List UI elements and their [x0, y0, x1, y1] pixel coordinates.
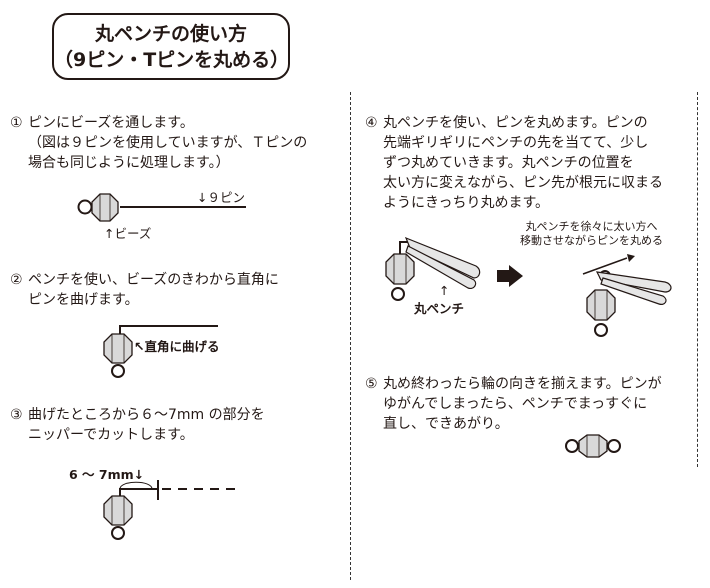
pliers-jaw-lower [405, 245, 477, 289]
pin-loop [391, 287, 405, 301]
bead-shape [103, 495, 133, 526]
pliers-jaw-upper [595, 271, 672, 293]
next-arrow-icon [497, 265, 523, 287]
step-4-line-3: ずつ丸めていきます。丸ペンチの位置を [383, 155, 634, 171]
bead-shape [91, 193, 119, 222]
left-loop [565, 439, 579, 453]
page-subtitle: （9ピン・Tピンを丸める） [54, 49, 290, 71]
bead-shape [586, 289, 616, 321]
step-2-line-2: ピンを曲げます。 [28, 292, 139, 308]
measure-arc [119, 481, 153, 490]
direction-line [582, 257, 628, 275]
nine-pin-label: ↓９ピン [197, 190, 245, 205]
step-5-line-2: ゆがんでしまったら、ペンチでまっすぐに [383, 396, 648, 412]
right-loop [607, 439, 621, 453]
bead-shape [103, 333, 133, 364]
move-note: 丸ペンチを徐々に太い方へ 移動させながらピンを丸める [520, 220, 663, 248]
step-1-line-3: 場合も同じように処理します。） [28, 155, 230, 171]
step-1: ① ピンにビーズを通します。 （図は９ピンを使用していますが、Ｔピンの 場合も同… [10, 113, 307, 171]
step-2: ② ペンチを使い、ビーズのきわから直角に ピンを曲げます。 [10, 270, 279, 308]
move-note-line-1: 丸ペンチを徐々に太い方へ [525, 220, 658, 233]
cut-pin-line [119, 488, 158, 498]
step-4-line-2: 先端ギリギリにペンチの先を当てて、少し [383, 135, 649, 151]
step-5-line-1: 丸め終わったら輪の向きを揃えます。ピンが [383, 376, 662, 392]
step-1-line-1: ピンにビーズを通します。 [28, 115, 194, 131]
step-5: ⑤ 丸め終わったら輪の向きを揃えます。ピンが ゆがんでしまったら、ペンチでまっす… [365, 374, 662, 432]
step-1-line-2: （図は９ピンを使用していますが、Ｔピンの [28, 135, 308, 151]
step-2-number: ② [10, 272, 23, 288]
figure-pliers-move [582, 254, 672, 337]
pliers-jaw-lower [600, 277, 667, 305]
step-2-line-1: ペンチを使い、ビーズのきわから直角に [28, 272, 279, 288]
pin-loop [111, 526, 125, 540]
page-title: 丸ペンチの使い方 [94, 23, 247, 45]
step-4-line-4: 太い方に変えながら、ピン先が根元に収まる [383, 175, 663, 191]
bead-shape [578, 434, 608, 458]
step-5-line-3: 直し、できあがり。 [383, 416, 509, 432]
right-edge-divider [697, 92, 698, 467]
step-1-number: ① [10, 115, 23, 131]
figure-bent-pin [103, 325, 218, 378]
step-5-number: ⑤ [365, 376, 378, 392]
figure-bead-on-pin [77, 193, 246, 222]
bead-label: ↑ビーズ [104, 226, 152, 241]
pliers-jaw-upper [404, 236, 481, 279]
figure-pliers-start [385, 236, 481, 301]
pliers-arrow-label: ↑ [439, 283, 450, 298]
step-3-line-2: ニッパーでカットします。 [28, 427, 194, 443]
title-box: 丸ペンチの使い方 （9ピン・Tピンを丸める） [52, 13, 290, 80]
step-4: ④ 丸ペンチを使い、ピンを丸めます。ピンの 先端ギリギリにペンチの先を当てて、少… [365, 113, 663, 211]
direction-arrow-icon [627, 254, 635, 262]
pin-loop [111, 364, 125, 378]
pin-loop [77, 199, 93, 215]
cut-length-label: 6 〜 7mm↓ [69, 467, 145, 482]
figure-cut-pin [103, 480, 236, 540]
step-4-line-1: 丸ペンチを使い、ピンを丸めます。ピンの [383, 115, 648, 131]
bead-shape [385, 253, 415, 285]
column-divider [350, 92, 351, 580]
step-4-number: ④ [365, 115, 378, 131]
move-note-line-2: 移動させながらピンを丸める [520, 234, 663, 247]
pliers-label: 丸ペンチ [414, 301, 465, 316]
pin-loop [594, 323, 608, 337]
step-3-line-1: 曲げたところから６〜7mm の部分を [28, 407, 265, 423]
step-4-line-5: ようにきっちり丸めます。 [383, 195, 550, 211]
step-3-number: ③ [10, 407, 23, 423]
figure-finished-piece [565, 434, 621, 458]
right-angle-label: ↖直角に曲げる [134, 339, 220, 354]
step-3: ③ 曲げたところから６〜7mm の部分を ニッパーでカットします。 [10, 405, 265, 443]
